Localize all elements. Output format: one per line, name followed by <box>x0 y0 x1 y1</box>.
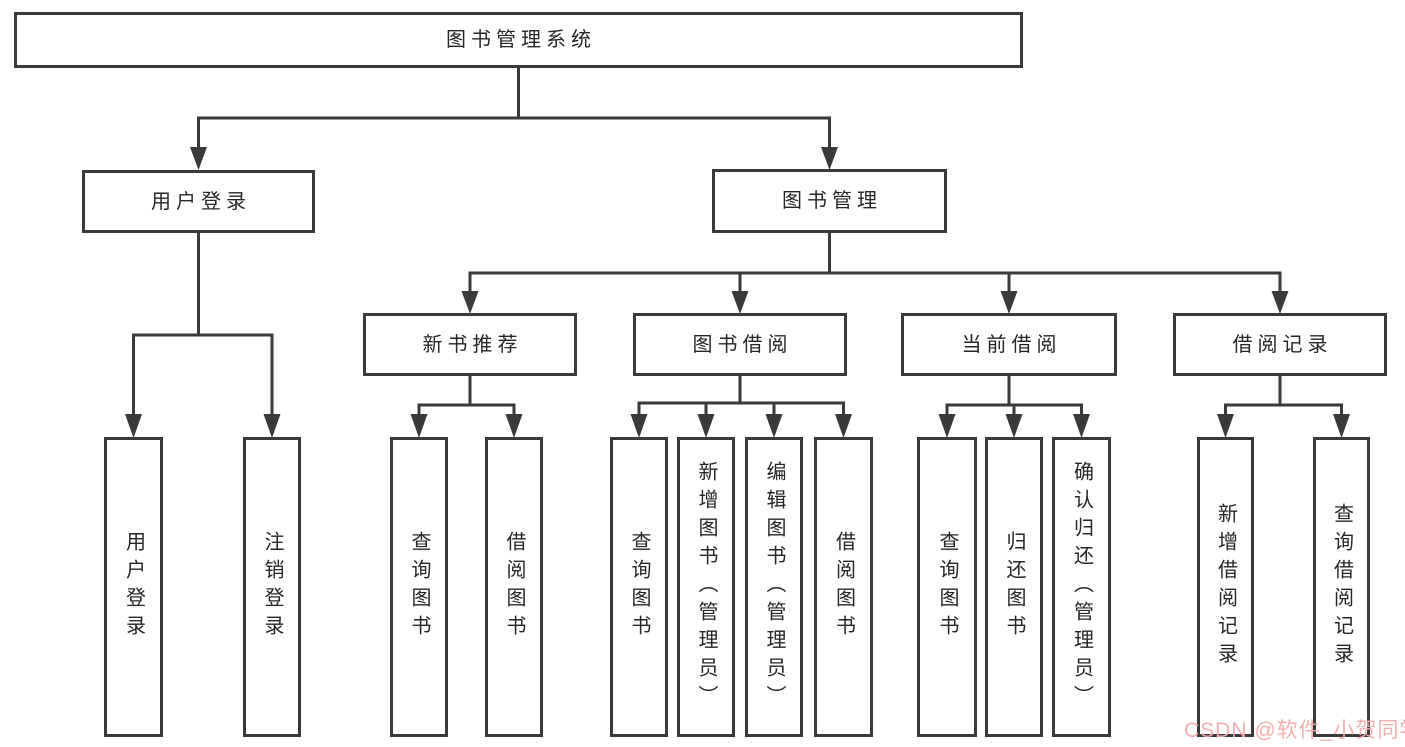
leaf-add-borrow-record: 新增借阅记录 <box>1197 437 1254 737</box>
node-new-book-recommend: 新书推荐 <box>363 313 577 376</box>
node-label: 借阅记录 <box>1232 333 1333 356</box>
leaf-query-book-2: 查询图书 <box>610 437 668 737</box>
node-root-library-system: 图书管理系统 <box>14 12 1023 68</box>
arrowheads <box>125 147 1350 438</box>
leaf-query-book-3: 查询图书 <box>917 437 977 737</box>
connector-bookborrow-to-leaves <box>637 376 845 415</box>
leaf-user-login: 用户登录 <box>104 437 163 737</box>
node-label: 新增借阅记录 <box>1214 503 1237 671</box>
csdn-watermark: CSDN @软件_小贺同学 <box>1184 719 1405 742</box>
node-label: 图书管理系统 <box>446 29 596 51</box>
node-label: 查询图书 <box>936 531 958 643</box>
leaf-borrow-book-2: 借阅图书 <box>814 437 873 737</box>
node-label: 借阅图书 <box>503 531 525 643</box>
leaf-logout: 注销登录 <box>243 437 301 737</box>
node-label: 新增图书（管理员） <box>695 461 717 713</box>
node-label: 查询图书 <box>628 531 650 643</box>
connector-userlogin-to-leaves <box>132 233 274 415</box>
node-label: 查询借阅记录 <box>1330 503 1353 671</box>
node-label: 当前借阅 <box>961 333 1062 356</box>
node-label: 用户登录 <box>122 531 145 643</box>
leaf-query-book-1: 查询图书 <box>390 437 448 737</box>
node-label: 图书管理 <box>782 190 882 212</box>
node-label: 用户登录 <box>151 190 251 213</box>
leaf-borrow-book-1: 借阅图书 <box>485 437 543 737</box>
node-book-management: 图书管理 <box>712 169 947 233</box>
node-label: 图书借阅 <box>692 333 793 356</box>
node-label: 新书推荐 <box>422 333 523 356</box>
node-borrow-records: 借阅记录 <box>1173 313 1387 376</box>
leaf-add-book-admin: 新增图书（管理员） <box>677 437 735 737</box>
node-current-borrow: 当前借阅 <box>901 313 1117 376</box>
node-book-borrow: 图书借阅 <box>633 313 847 376</box>
connector-currentborrow-to-leaves <box>945 376 1083 415</box>
node-label: 查询图书 <box>408 531 430 643</box>
node-label: 编辑图书（管理员） <box>763 461 785 713</box>
connector-root-to-level2 <box>197 68 831 148</box>
connector-newbookrec-to-leaves <box>417 376 516 415</box>
node-label: 借阅图书 <box>832 531 855 643</box>
leaf-query-borrow-record: 查询借阅记录 <box>1313 437 1370 737</box>
connector-borrowrecords-to-leaves <box>1224 376 1343 415</box>
leaf-return-book: 归还图书 <box>985 437 1043 737</box>
leaf-confirm-return-admin: 确认归还（管理员） <box>1052 437 1111 737</box>
node-label: 注销登录 <box>261 531 283 643</box>
node-label: 确认归还（管理员） <box>1070 461 1093 713</box>
connector-bookmgmt-to-level3 <box>468 233 1282 292</box>
node-user-login: 用户登录 <box>82 170 315 233</box>
node-label: 归还图书 <box>1003 531 1025 643</box>
leaf-edit-book-admin: 编辑图书（管理员） <box>745 437 803 737</box>
